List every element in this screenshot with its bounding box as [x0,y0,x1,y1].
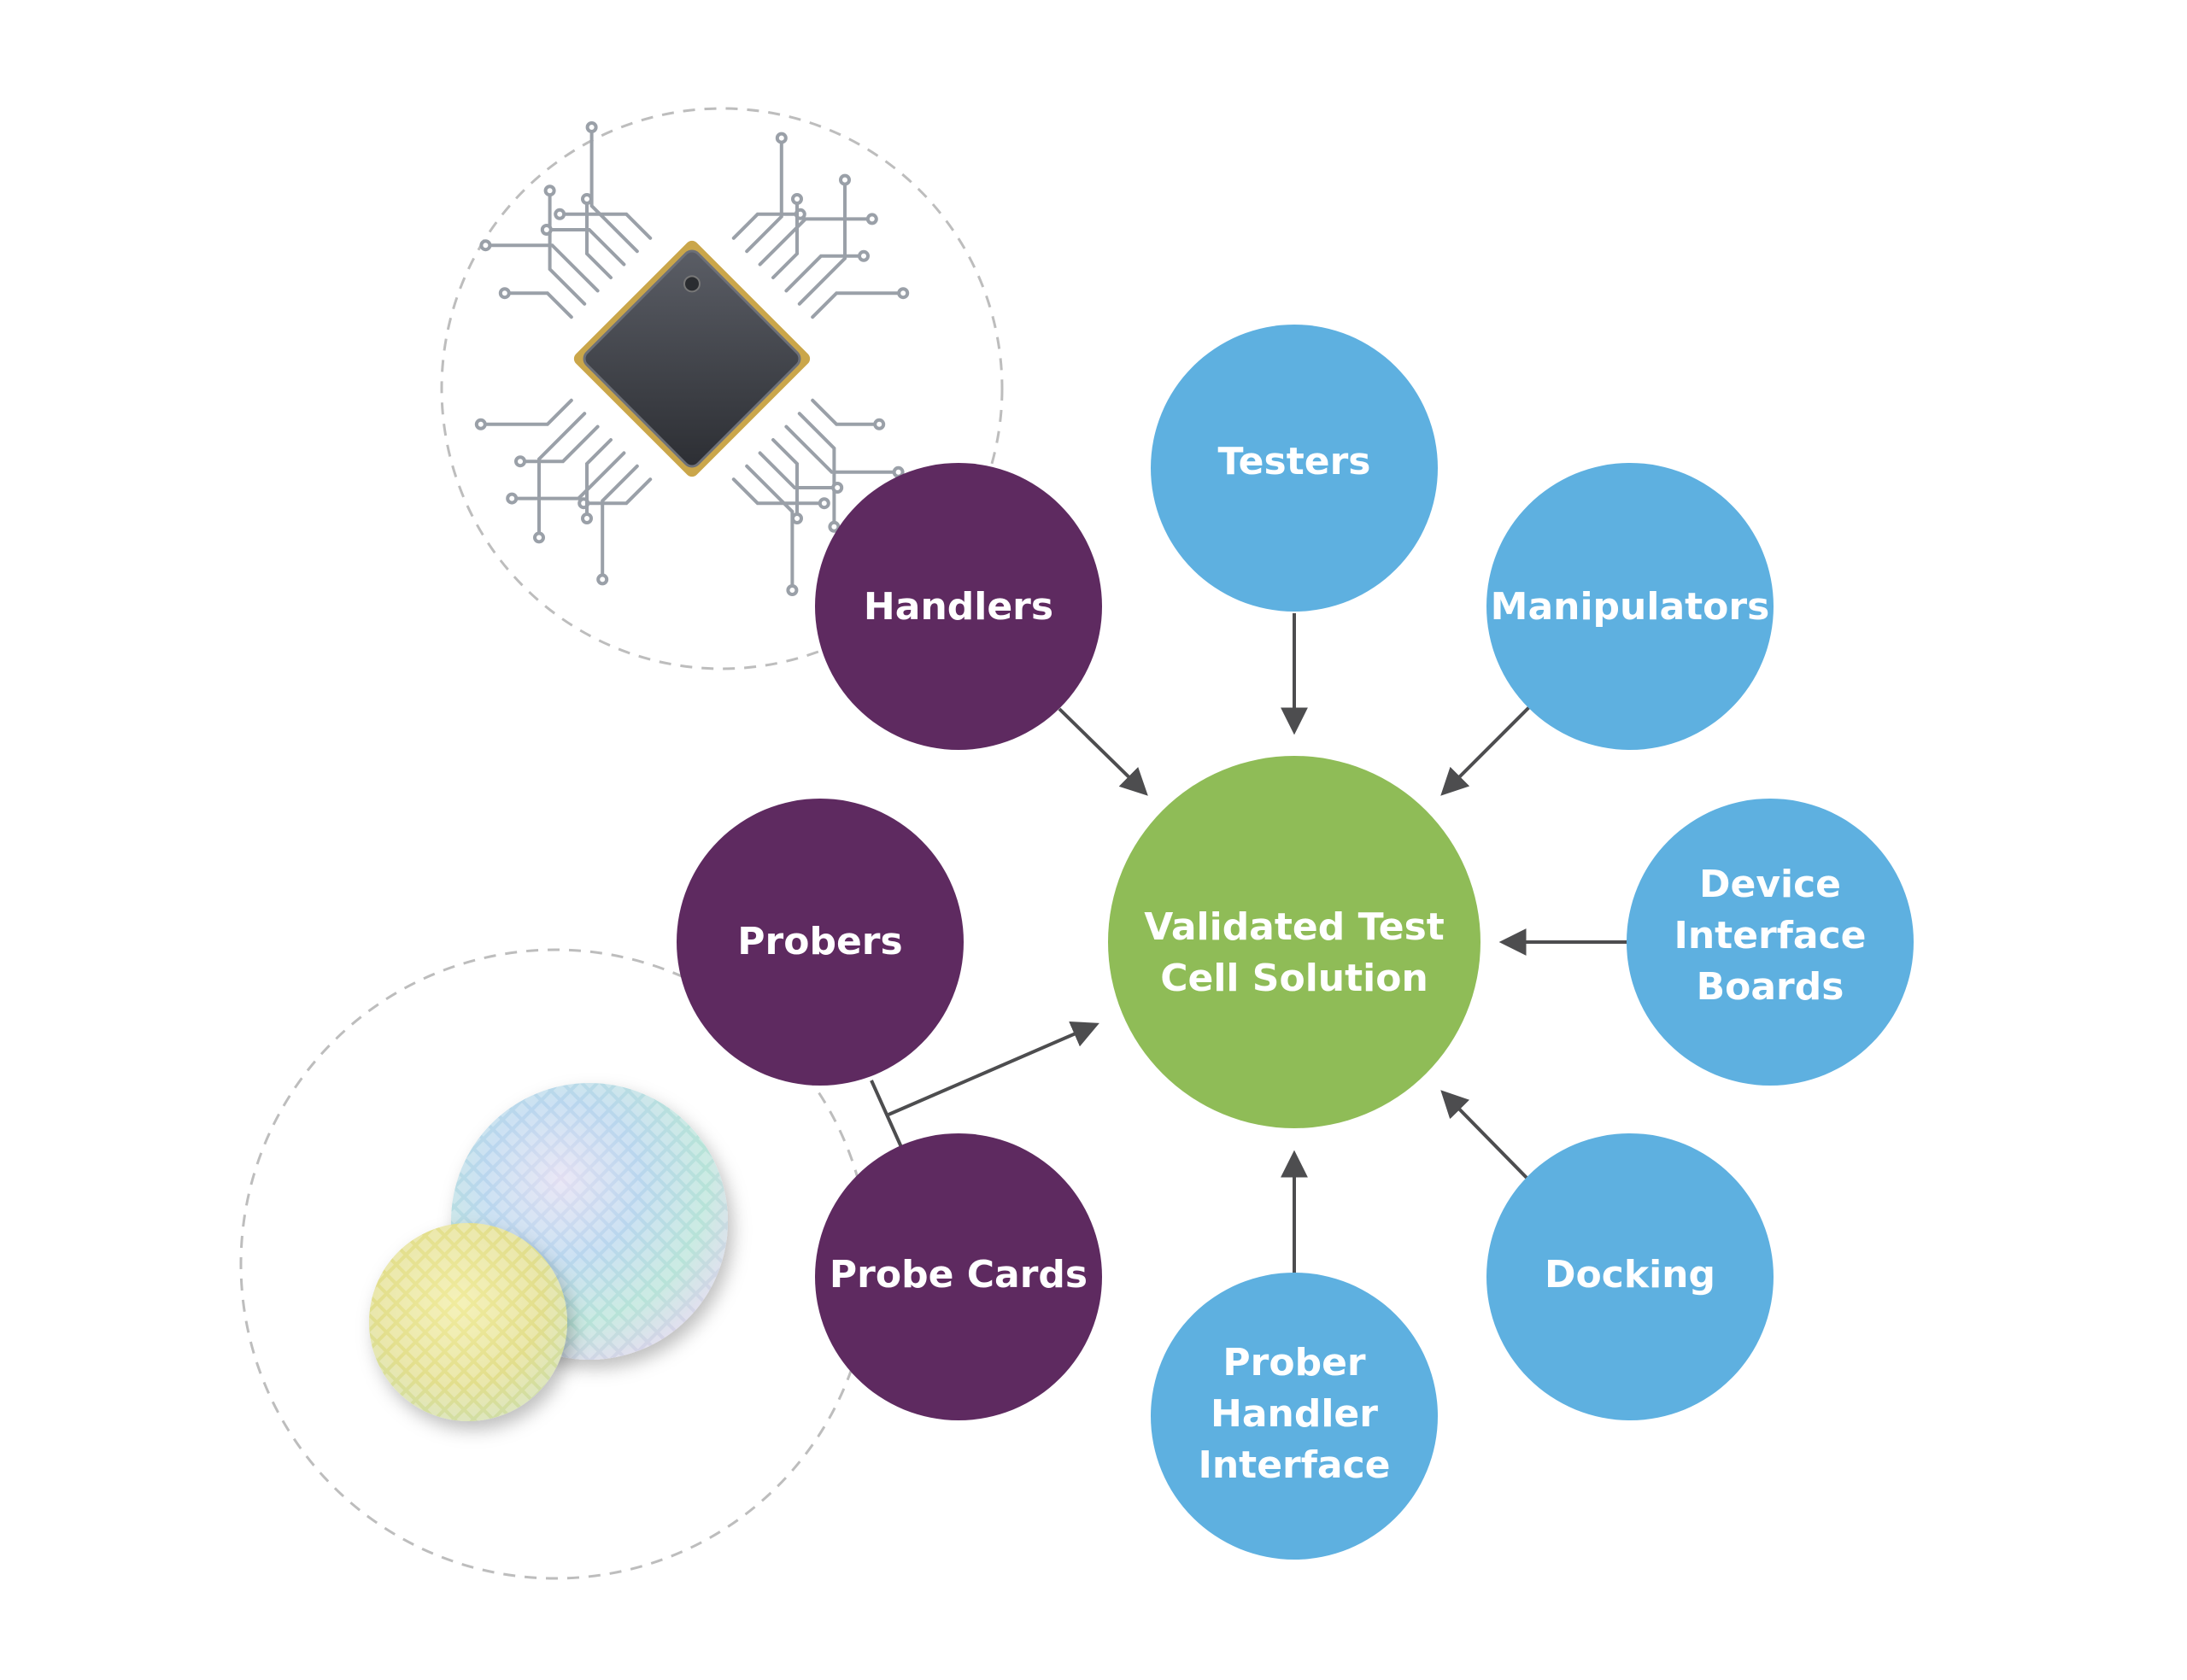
prober-handler-interface-circle [1151,1273,1438,1560]
manipulators-label: Manipulators [1491,585,1770,629]
microchip-icon [474,121,910,596]
probe-cards-label: Probe Cards [830,1253,1088,1297]
docking-label: Docking [1545,1253,1715,1297]
probe-cards-circle [815,1133,1102,1420]
device-interface-boards-label-3: Boards [1697,965,1844,1009]
testers-circle [1151,325,1438,612]
testers-label: Testers [1218,440,1371,483]
prober-handler-interface-label-1: Prober [1222,1341,1366,1384]
center-label-line1: Validated Test [1144,905,1445,949]
arrow-handlers [1058,707,1148,796]
arrow-manipulators [1440,705,1531,796]
arrow-docking [1440,1090,1531,1182]
probe-connector-line [870,1080,903,1148]
probers-label: Probers [737,920,902,963]
arrow-probers-probe-cards [888,1021,1099,1116]
docking-circle [1486,1133,1774,1420]
device-interface-boards-label-1: Device [1699,863,1841,906]
wafer-icon [369,1083,728,1421]
handlers-circle [815,463,1102,750]
center-label-line2: Cell Solution [1160,957,1428,1000]
probers-circle [677,799,964,1086]
device-interface-boards-circle [1627,799,1914,1086]
prober-handler-interface-label-2: Handler [1211,1392,1378,1436]
center-circle [1108,756,1480,1128]
prober-handler-interface-label-3: Interface [1198,1443,1390,1487]
device-interface-boards-label-2: Interface [1674,914,1866,957]
manipulators-circle [1486,463,1774,750]
chip-dashed-circle [440,107,1004,670]
handlers-label: Handlers [864,585,1053,629]
